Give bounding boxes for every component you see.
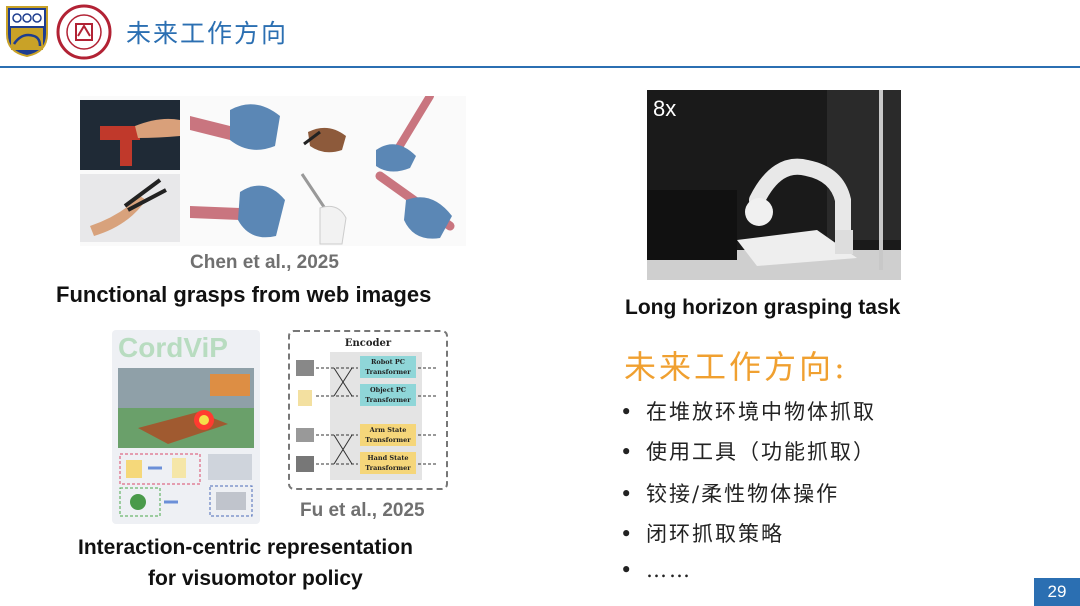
- cordvip-logo: CordViP: [118, 332, 228, 363]
- bullet-item: • 铰接/柔性物体操作: [620, 478, 839, 508]
- cordvip-figure: CordViP: [112, 330, 260, 524]
- university-seal-logo: [56, 4, 112, 60]
- future-work-heading: 未来工作方向:: [624, 348, 848, 386]
- bullet-item: • 闭环抓取策略: [620, 518, 784, 548]
- page-title: 未来工作方向: [126, 19, 289, 48]
- bullet-dot: •: [620, 440, 635, 464]
- bullet-item: • ……: [620, 558, 692, 582]
- bullet-text: 铰接/柔性物体操作: [646, 482, 840, 506]
- encoder-block-hand-state: [360, 452, 416, 474]
- grasp-montage-image: [80, 92, 455, 245]
- functional-grasp-caption: Functional grasps from web images: [56, 282, 432, 307]
- encoder-block-arm-state: [360, 424, 416, 446]
- bullet-text: 在堆放环境中物体抓取: [646, 400, 876, 424]
- functional-grasp-figure: [80, 92, 466, 246]
- header-divider: [0, 66, 1080, 68]
- robot-arm-image: [647, 90, 901, 280]
- encoder-label-0: Robot PC Transformer: [365, 358, 411, 376]
- bullet-dot: •: [620, 482, 635, 506]
- page-number: 29: [1034, 578, 1080, 606]
- interaction-caption-line2: for visuomotor policy: [148, 567, 363, 590]
- chen-credit: Chen et al., 2025: [190, 252, 339, 273]
- cordvip-pipeline-diagram: [119, 453, 253, 517]
- encoder-block-object-pc: [360, 384, 416, 406]
- bullet-dot: •: [620, 522, 635, 546]
- cordvip-scene-image: [118, 368, 254, 448]
- interaction-caption-line1: Interaction-centric representation: [78, 536, 413, 559]
- bullet-item: • 在堆放环境中物体抓取: [620, 396, 876, 426]
- university-crest-logo: [6, 6, 48, 58]
- bullet-text: ……: [646, 558, 692, 582]
- bullet-text: 使用工具（功能抓取）: [646, 440, 876, 464]
- encoder-title: Encoder: [344, 338, 392, 349]
- bullet-item: • 使用工具（功能抓取）: [620, 436, 876, 466]
- encoder-arrows: [296, 360, 438, 472]
- speed-label: 8x: [653, 96, 677, 121]
- encoder-diagram: Encoder Robot PC Transformer Object PC T…: [288, 330, 448, 490]
- encoder-label-1: Object PC Transformer: [365, 386, 411, 404]
- encoder-label-2: Arm State Transformer: [365, 426, 411, 444]
- bullet-dot: •: [620, 400, 635, 424]
- bullet-text: 闭环抓取策略: [646, 522, 784, 546]
- fu-credit: Fu et al., 2025: [300, 500, 425, 521]
- encoder-label-3: Hand State Transformer: [365, 454, 411, 472]
- robot-video-frame: [647, 90, 901, 280]
- long-horizon-caption: Long horizon grasping task: [625, 296, 901, 319]
- bullet-dot: •: [620, 558, 635, 582]
- encoder-block-robot-pc: [360, 356, 416, 378]
